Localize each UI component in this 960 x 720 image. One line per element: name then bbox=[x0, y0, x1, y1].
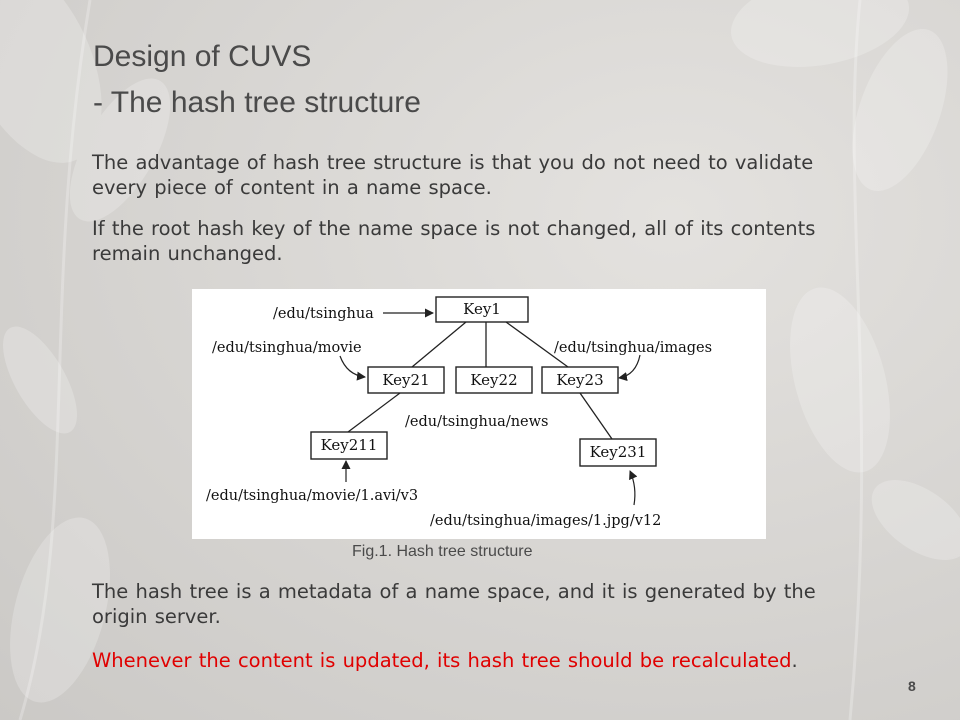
pointer-movie bbox=[339, 355, 366, 381]
node-key22-label: Key22 bbox=[470, 371, 517, 389]
paragraph-root-hash: If the root hash key of the name space i… bbox=[92, 217, 816, 265]
path-label-root: /edu/tsinghua bbox=[273, 306, 374, 322]
edge-key1-key23 bbox=[505, 321, 569, 368]
node-key211-label: Key211 bbox=[321, 436, 378, 454]
path-label-images: /edu/tsinghua/images bbox=[554, 340, 712, 356]
page-number: 8 bbox=[908, 678, 916, 694]
paragraph-advantage: The advantage of hash tree structure is … bbox=[92, 151, 814, 199]
node-key21: Key21 bbox=[367, 366, 445, 394]
pointer-images bbox=[618, 354, 641, 382]
node-key21-label: Key21 bbox=[382, 371, 429, 389]
path-label-movie-file: /edu/tsinghua/movie/1.avi/v3 bbox=[206, 488, 418, 504]
node-key1-label: Key1 bbox=[463, 300, 501, 318]
node-key23: Key23 bbox=[541, 366, 619, 394]
node-key211: Key211 bbox=[310, 431, 388, 460]
node-key231: Key231 bbox=[579, 438, 657, 467]
path-label-images-file: /edu/tsinghua/images/1.jpg/v12 bbox=[430, 513, 661, 529]
hash-tree-diagram: Key1 Key21 Key22 Key23 Key211 Key231 /ed… bbox=[206, 296, 712, 529]
tree-edges bbox=[347, 321, 613, 440]
node-key22: Key22 bbox=[455, 366, 533, 394]
node-key1: Key1 bbox=[435, 296, 529, 323]
title-line-1: Design of CUVS bbox=[93, 40, 312, 73]
path-label-movie: /edu/tsinghua/movie bbox=[212, 340, 362, 356]
edge-key21-key211 bbox=[347, 392, 401, 433]
hash-tree-figure: Key1 Key21 Key22 Key23 Key211 Key231 /ed… bbox=[192, 289, 766, 539]
pointer-images-file bbox=[629, 470, 638, 506]
edge-key23-key231 bbox=[579, 392, 613, 440]
highlight-text: Whenever the content is updated, its has… bbox=[92, 649, 792, 672]
paragraph-recalculate: Whenever the content is updated, its has… bbox=[92, 648, 862, 673]
path-label-news: /edu/tsinghua/news bbox=[405, 414, 548, 430]
edge-key1-key21 bbox=[411, 321, 467, 368]
slide-title: Design of CUVS - The hash tree structure bbox=[93, 34, 421, 126]
figure-caption: Fig.1. Hash tree structure bbox=[352, 543, 533, 560]
path-pointers bbox=[339, 308, 641, 506]
title-line-2: - The hash tree structure bbox=[93, 86, 421, 119]
paragraph-metadata: The hash tree is a metadata of a name sp… bbox=[92, 580, 816, 628]
node-key23-label: Key23 bbox=[556, 371, 603, 389]
node-key231-label: Key231 bbox=[590, 443, 647, 461]
highlight-period: . bbox=[791, 649, 798, 672]
